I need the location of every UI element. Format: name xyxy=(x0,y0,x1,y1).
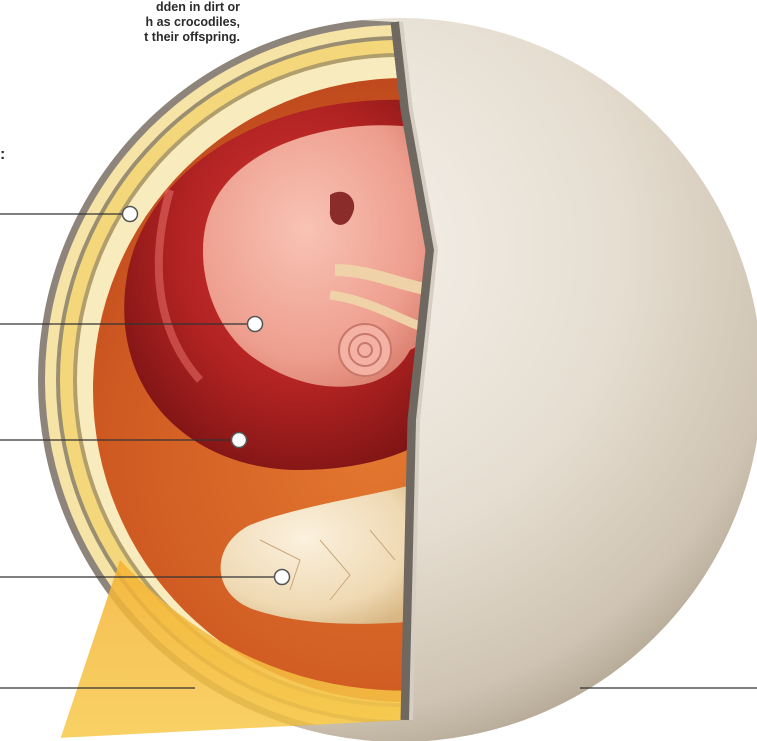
egg-cross-section-diagram xyxy=(0,0,757,741)
